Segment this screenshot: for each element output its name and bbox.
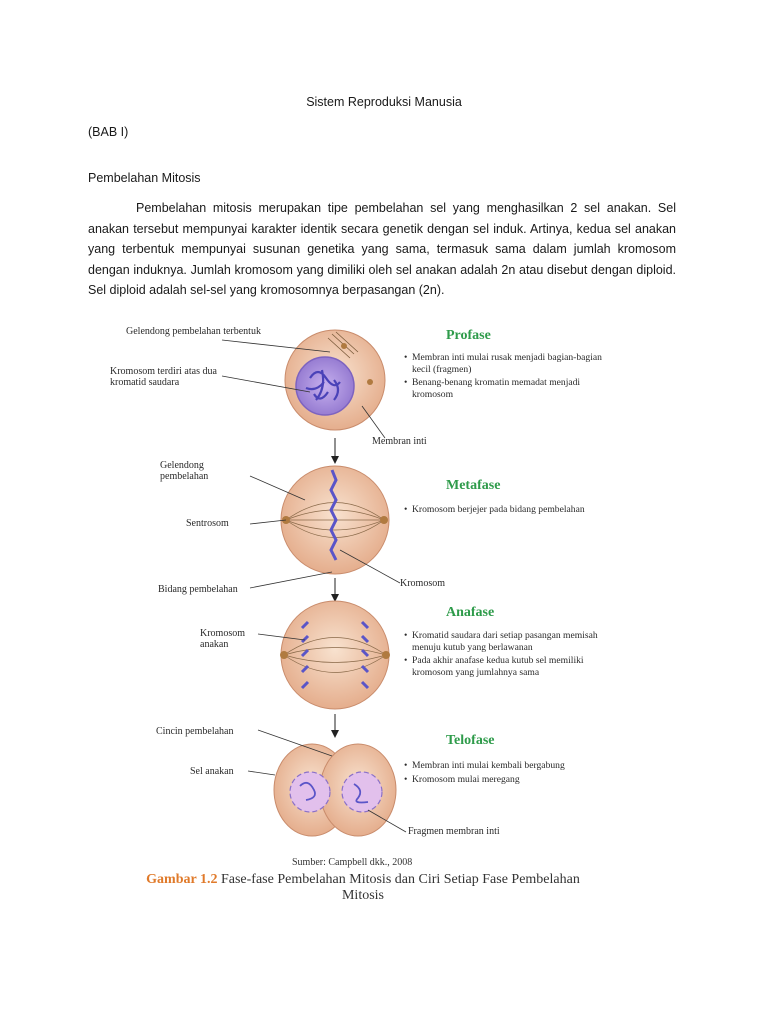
figure-source: Sumber: Campbell dkk., 2008 — [292, 857, 412, 868]
label-kromosom-kromatid: Kromosom terdiri atas dua kromatid sauda… — [110, 366, 250, 388]
chapter-label: (BAB I) — [88, 125, 128, 139]
telofase-bullets: Membran inti mulai kembali bergabung Kro… — [404, 760, 604, 787]
telophase-cells — [274, 744, 396, 836]
label-sentrosom: Sentrosom — [186, 518, 229, 529]
phase-title-anafase: Anafase — [446, 605, 494, 621]
figure-caption: Gambar 1.2 Fase-fase Pembelahan Mitosis … — [128, 872, 598, 904]
bullet-item: Pada akhir anafase kedua kutub sel memil… — [404, 655, 604, 678]
bullet-item: Kromosom berjejer pada bidang pembelahan — [404, 504, 604, 516]
label-kromosom: Kromosom — [400, 578, 445, 589]
document-title: Sistem Reproduksi Manusia — [0, 95, 768, 109]
label-sel-anakan: Sel anakan — [190, 766, 234, 777]
bullet-item: Kromosom mulai meregang — [404, 774, 604, 786]
phase-title-telofase: Telofase — [446, 733, 494, 749]
prophase-cell — [285, 330, 385, 430]
bullet-item: Membran inti mulai kembali bergabung — [404, 760, 604, 772]
label-cincin: Cincin pembelahan — [156, 726, 233, 737]
metaphase-cell — [281, 466, 389, 574]
profase-bullets: Membran inti mulai rusak menjadi bagian-… — [404, 352, 604, 402]
phase-title-metafase: Metafase — [446, 478, 500, 494]
phase-title-profase: Profase — [446, 328, 491, 344]
anafase-bullets: Kromatid saudara dari setiap pasangan me… — [404, 630, 604, 680]
body-paragraph: Pembelahan mitosis merupakan tipe pembel… — [88, 198, 676, 301]
label-gelendong: Gelendong pembelahan — [160, 460, 250, 482]
figure-caption-label: Gambar 1.2 — [146, 872, 217, 887]
label-kromosom-anakan: Kromosom anakan — [200, 628, 258, 650]
section-heading: Pembelahan Mitosis — [88, 171, 201, 185]
mitosis-figure: Gelendong pembelahan terbentuk Kromosom … — [100, 310, 620, 915]
label-gelendong-terbentuk: Gelendong pembelahan terbentuk — [126, 326, 261, 337]
bullet-item: Membran inti mulai rusak menjadi bagian-… — [404, 352, 604, 375]
label-fragmen: Fragmen membran inti — [408, 826, 500, 837]
label-membran-inti: Membran inti — [372, 436, 432, 447]
label-bidang: Bidang pembelahan — [158, 584, 238, 595]
bullet-item: Kromatid saudara dari setiap pasangan me… — [404, 630, 604, 653]
bullet-item: Benang-benang kromatin memadat menjadi k… — [404, 377, 604, 400]
anaphase-cell — [280, 601, 390, 709]
figure-caption-text: Fase-fase Pembelahan Mitosis dan Ciri Se… — [221, 872, 580, 903]
metafase-bullets: Kromosom berjejer pada bidang pembelahan — [404, 504, 604, 518]
